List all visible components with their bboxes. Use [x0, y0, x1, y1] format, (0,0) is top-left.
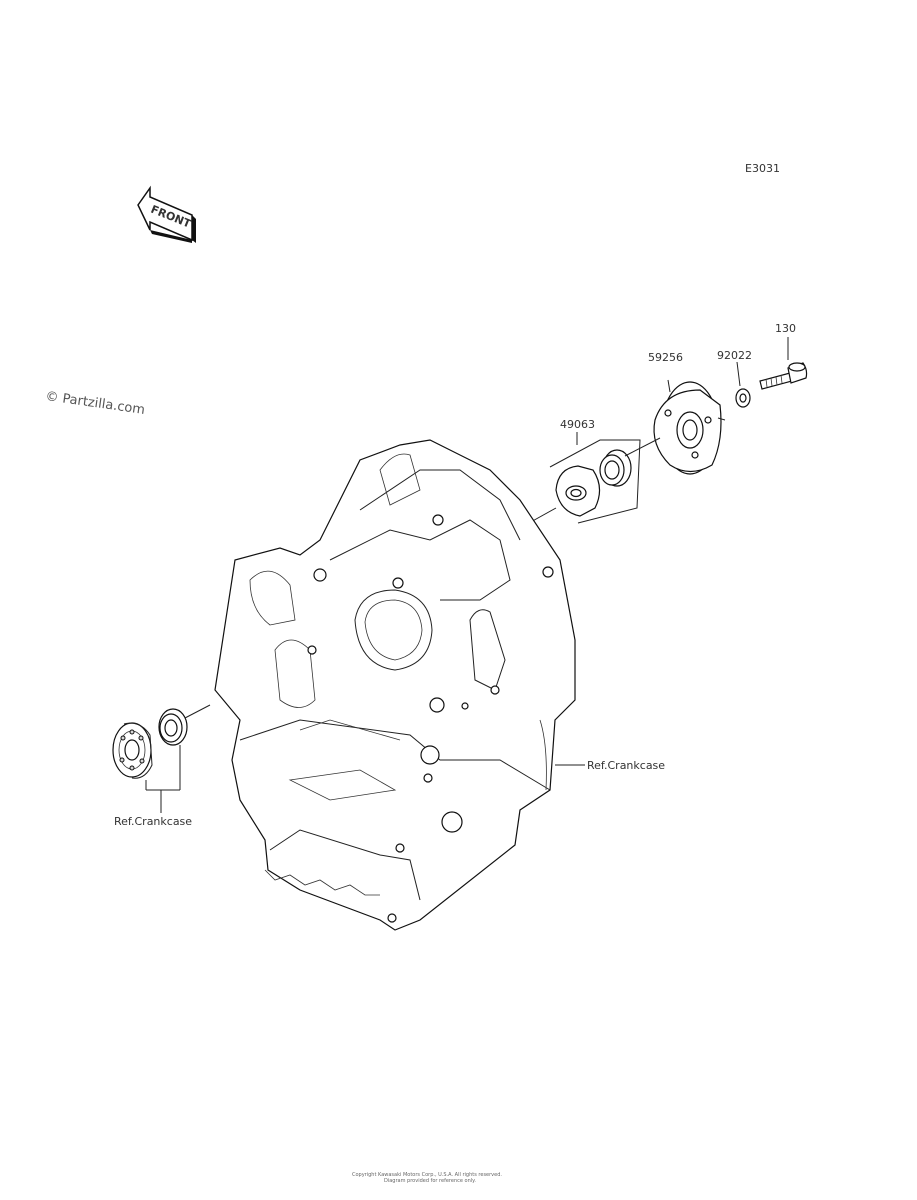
footer-line-1: Copyright Kawasaki Motors Corp., U.S.A. …	[352, 1172, 502, 1178]
ref-label-crankcase-left: Ref.Crankcase	[114, 815, 192, 828]
part-label-92022: 92022	[717, 349, 752, 362]
crankcase-part: Ref.Crankcase	[214, 439, 665, 931]
footer-line-2: Diagram provided for reference only.	[384, 1178, 476, 1184]
washer-part: 92022	[717, 349, 752, 408]
bolt-part: 130	[759, 322, 808, 390]
ref-bracket-left: Ref.Crankcase	[114, 745, 192, 828]
oil-seal-part	[158, 704, 211, 746]
front-arrow-icon: FRONT	[137, 185, 196, 243]
part-label-59256: 59256	[648, 351, 683, 364]
part-label-49063: 49063	[560, 418, 595, 431]
seal-kit-part: 49063	[519, 418, 661, 529]
bearing-part	[112, 722, 153, 779]
cover-part: 59256	[648, 351, 726, 475]
ref-label-crankcase-right: Ref.Crankcase	[587, 759, 665, 772]
watermark: © Partzilla.com	[44, 389, 145, 418]
part-label-130: 130	[775, 322, 796, 335]
diagram-code: E3031	[745, 162, 780, 175]
